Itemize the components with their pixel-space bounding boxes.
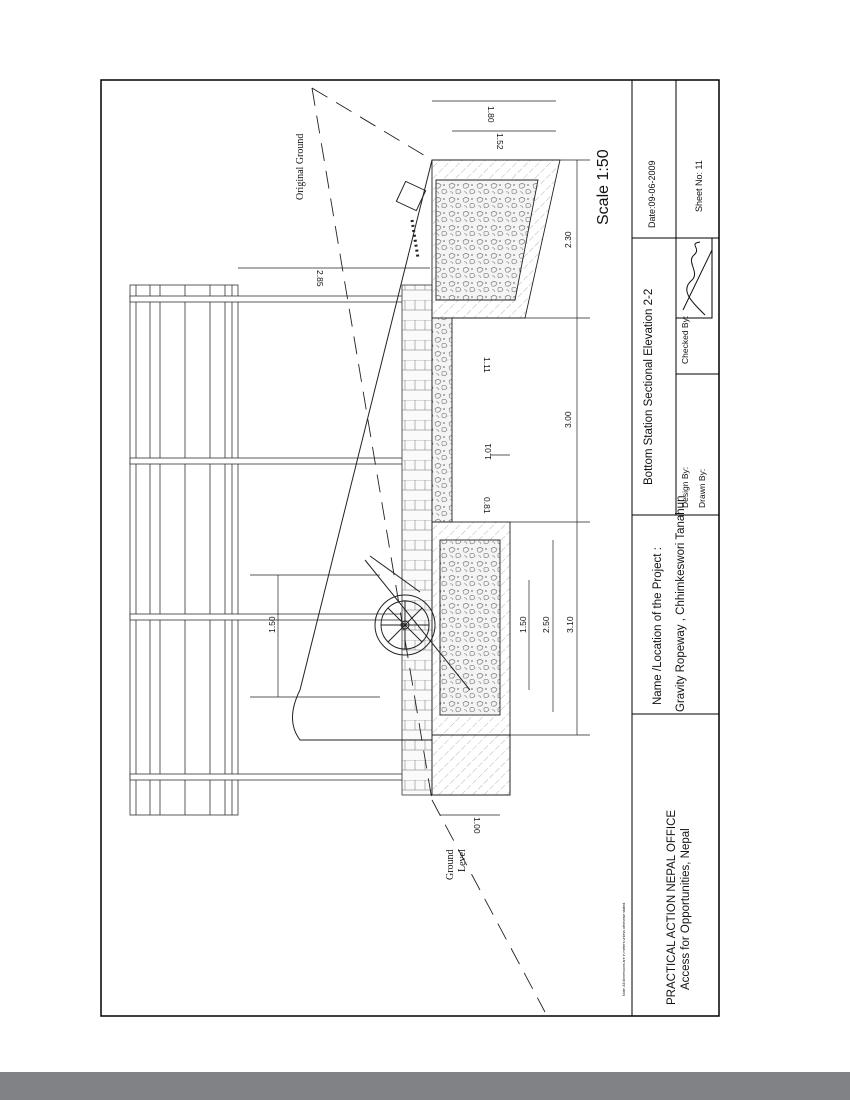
dimension-label: 2.30	[563, 231, 573, 248]
level-label: Level	[457, 849, 468, 872]
organization-subtitle: Access for Opportunities, Nepal	[680, 828, 692, 990]
date-label: Date:09-06-2009	[647, 160, 657, 228]
cable-clamp	[395, 180, 427, 259]
scale-label: Scale 1:50	[595, 149, 612, 225]
dimension-label: 2.85	[315, 270, 325, 287]
ground-lines	[311, 87, 546, 1013]
dimensions-note: Note: All dimensions are in meters unles…	[622, 902, 626, 996]
dimension-label: 3.00	[563, 411, 573, 428]
sheet-number: Sheet No: 11	[694, 160, 704, 212]
dimension-label: 2.50	[541, 616, 551, 633]
dimension-label: 1.52	[495, 133, 505, 150]
dimension-lines	[238, 100, 590, 816]
project-label: Name /Location of the Project :	[652, 547, 664, 705]
dimension-label: 1.50	[267, 616, 277, 633]
bull-wheel	[292, 159, 471, 741]
dimension-label: 1.50	[518, 616, 528, 633]
sheet-border	[100, 79, 720, 1017]
dimension-label: 1.00	[472, 817, 482, 834]
dimension-label: 3.10	[565, 616, 575, 633]
drawn-by-label: Drawn By:	[697, 469, 707, 508]
dimension-label: 1.11	[482, 357, 492, 373]
viewer-bottom-bar	[0, 1072, 850, 1100]
station-frame	[129, 284, 433, 816]
signature	[682, 241, 713, 316]
dimension-label: 1.01	[483, 443, 493, 460]
dimension-label: 0.81	[482, 497, 492, 514]
checked-by-label: Checked By:	[680, 316, 690, 364]
design-by-label: Design By:	[680, 467, 690, 508]
title-block	[631, 80, 719, 1016]
dimension-label: 1.80	[486, 106, 496, 123]
ground-label: Ground	[445, 849, 456, 880]
drawing-title: Bottom Station Sectional Elevation 2-2	[643, 289, 655, 485]
organization-name: PRACTICAL ACTION NEPAL OFFICE	[666, 810, 678, 1005]
original-ground-label: Original Ground	[295, 134, 306, 200]
project-value: Gravity Ropeway , Chhimkeswori Tanahun	[675, 496, 687, 712]
foundations	[431, 159, 561, 796]
